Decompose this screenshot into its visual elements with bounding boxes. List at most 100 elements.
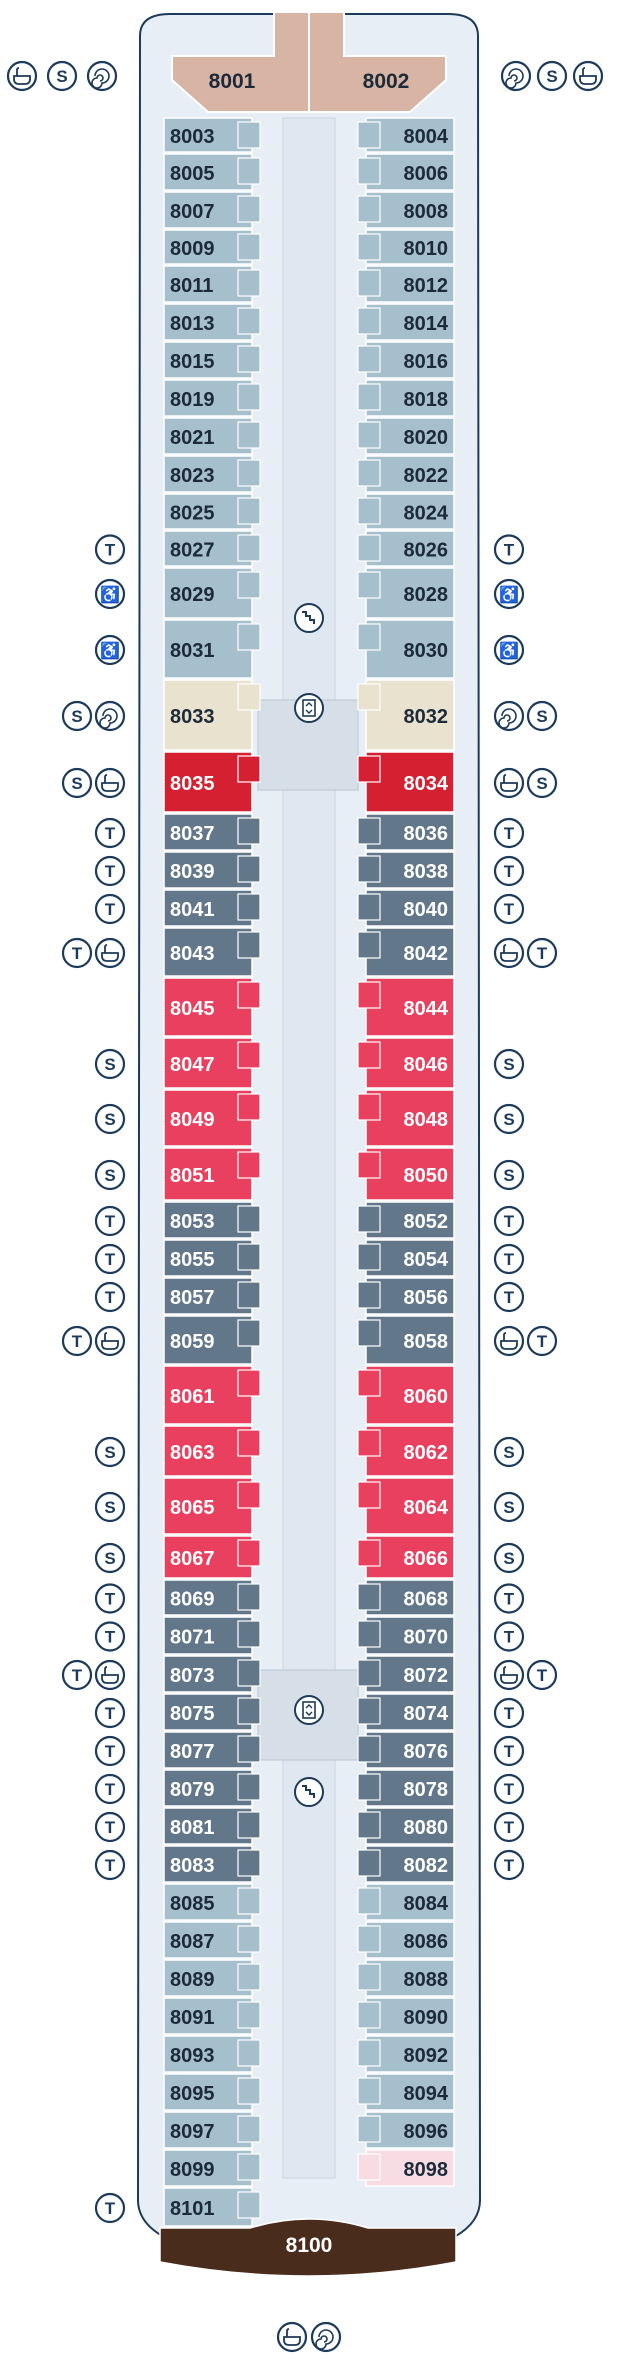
cabin-8066[interactable]: 8066: [357, 1535, 455, 1579]
cabin-8031[interactable]: 8031: [163, 619, 261, 679]
cabin-8027[interactable]: 8027: [163, 530, 261, 567]
cabin-8012[interactable]: 8012: [357, 265, 455, 303]
cabin-8071[interactable]: 8071: [163, 1616, 261, 1655]
cabin-8091[interactable]: 8091: [163, 1997, 261, 2035]
cabin-8083[interactable]: 8083: [163, 1845, 261, 1883]
cabin-8078[interactable]: 8078: [357, 1769, 455, 1807]
cabin-8092[interactable]: 8092: [357, 2035, 455, 2073]
cabin-8003[interactable]: 8003: [163, 117, 261, 153]
cabin-8063[interactable]: 8063: [163, 1425, 261, 1477]
cabin-8087[interactable]: 8087: [163, 1921, 261, 1959]
cabin-8011[interactable]: 8011: [163, 265, 261, 303]
cabin-8023[interactable]: 8023: [163, 455, 261, 493]
cabin-8074[interactable]: 8074: [357, 1693, 455, 1731]
cabin-8050[interactable]: 8050: [357, 1147, 455, 1201]
cabin-8060[interactable]: 8060: [357, 1365, 455, 1425]
cabin-8046[interactable]: 8046: [357, 1037, 455, 1089]
cabin-8094[interactable]: 8094: [357, 2073, 455, 2111]
cabin-8056[interactable]: 8056: [357, 1277, 455, 1315]
cabin-8041[interactable]: 8041: [163, 889, 261, 927]
cabin-8034[interactable]: 8034: [357, 751, 455, 813]
cabin-8086[interactable]: 8086: [357, 1921, 455, 1959]
cabin-8006[interactable]: 8006: [357, 153, 455, 191]
cabin-8054[interactable]: 8054: [357, 1239, 455, 1277]
cabin-8081[interactable]: 8081: [163, 1807, 261, 1845]
cabin-8072[interactable]: 8072: [357, 1655, 455, 1693]
cabin-8009[interactable]: 8009: [163, 229, 261, 265]
cabin-8062[interactable]: 8062: [357, 1425, 455, 1477]
cabin-8061[interactable]: 8061: [163, 1365, 261, 1425]
cabin-8040[interactable]: 8040: [357, 889, 455, 927]
cabin-8013[interactable]: 8013: [163, 303, 261, 341]
cabin-8079[interactable]: 8079: [163, 1769, 261, 1807]
cabin-8039[interactable]: 8039: [163, 851, 261, 889]
cabin-8052[interactable]: 8052: [357, 1201, 455, 1239]
cabin-8020[interactable]: 8020: [357, 417, 455, 455]
cabin-8053[interactable]: 8053: [163, 1201, 261, 1239]
cabin-8029[interactable]: 8029: [163, 567, 261, 619]
cabin-8097[interactable]: 8097: [163, 2111, 261, 2149]
cabin-8047[interactable]: 8047: [163, 1037, 261, 1089]
cabin-8049[interactable]: 8049: [163, 1089, 261, 1147]
cabin-8022[interactable]: 8022: [357, 455, 455, 493]
cabin-8035[interactable]: 8035: [163, 751, 261, 813]
cabin-8073[interactable]: 8073: [163, 1655, 261, 1693]
cabin-8042[interactable]: 8042: [357, 927, 455, 977]
cabin-8015[interactable]: 8015: [163, 341, 261, 379]
cabin-8099[interactable]: 8099: [163, 2149, 261, 2187]
cabin-8101[interactable]: 8101: [163, 2187, 261, 2227]
cabin-8068[interactable]: 8068: [357, 1579, 455, 1616]
cabin-8004[interactable]: 8004: [357, 117, 455, 153]
cabin-8018[interactable]: 8018: [357, 379, 455, 417]
cabin-8044[interactable]: 8044: [357, 977, 455, 1037]
cabin-8076[interactable]: 8076: [357, 1731, 455, 1769]
cabin-8069[interactable]: 8069: [163, 1579, 261, 1616]
cabin-8077[interactable]: 8077: [163, 1731, 261, 1769]
cabin-8033[interactable]: 8033: [163, 679, 261, 751]
cabin-8082[interactable]: 8082: [357, 1845, 455, 1883]
cabin-8055[interactable]: 8055: [163, 1239, 261, 1277]
cabin-8024[interactable]: 8024: [357, 493, 455, 530]
cabin-8016[interactable]: 8016: [357, 341, 455, 379]
cabin-8043[interactable]: 8043: [163, 927, 261, 977]
cabin-8025[interactable]: 8025: [163, 493, 261, 530]
cabin-8089[interactable]: 8089: [163, 1959, 261, 1997]
cabin-8036[interactable]: 8036: [357, 813, 455, 851]
cabin-8098[interactable]: 8098: [357, 2149, 455, 2187]
cabin-8088[interactable]: 8088: [357, 1959, 455, 1997]
cabin-8048[interactable]: 8048: [357, 1089, 455, 1147]
cabin-8014[interactable]: 8014: [357, 303, 455, 341]
cabin-8059[interactable]: 8059: [163, 1315, 261, 1365]
svg-text:8098: 8098: [404, 2159, 449, 2181]
cabin-8051[interactable]: 8051: [163, 1147, 261, 1201]
cabin-8065[interactable]: 8065: [163, 1477, 261, 1535]
cabin-8058[interactable]: 8058: [357, 1315, 455, 1365]
cabin-8028[interactable]: 8028: [357, 567, 455, 619]
cabin-8030[interactable]: 8030: [357, 619, 455, 679]
cabin-8005[interactable]: 8005: [163, 153, 261, 191]
cabin-8080[interactable]: 8080: [357, 1807, 455, 1845]
cabin-8096[interactable]: 8096: [357, 2111, 455, 2149]
cabin-8070[interactable]: 8070: [357, 1616, 455, 1655]
cabin-8075[interactable]: 8075: [163, 1693, 261, 1731]
cabin-8007[interactable]: 8007: [163, 191, 261, 229]
cabin-8084[interactable]: 8084: [357, 1883, 455, 1921]
cabin-8064[interactable]: 8064: [357, 1477, 455, 1535]
cabin-8067[interactable]: 8067: [163, 1535, 261, 1579]
cabin-8090[interactable]: 8090: [357, 1997, 455, 2035]
cabin-8038[interactable]: 8038: [357, 851, 455, 889]
cabin-8032[interactable]: 8032: [357, 679, 455, 751]
cabin-8093[interactable]: 8093: [163, 2035, 261, 2073]
cabin-8095[interactable]: 8095: [163, 2073, 261, 2111]
cabin-8021[interactable]: 8021: [163, 417, 261, 455]
cabin-8085[interactable]: 8085: [163, 1883, 261, 1921]
cabin-8045[interactable]: 8045: [163, 977, 261, 1037]
cabin-8057[interactable]: 8057: [163, 1277, 261, 1315]
cabin-8037[interactable]: 8037: [163, 813, 261, 851]
cabin-8026[interactable]: 8026: [357, 530, 455, 567]
cabin-8019[interactable]: 8019: [163, 379, 261, 417]
cabin-8100[interactable]: 8100: [159, 2218, 457, 2277]
cabin-8010[interactable]: 8010: [357, 229, 455, 265]
cabin-8008[interactable]: 8008: [357, 191, 455, 229]
